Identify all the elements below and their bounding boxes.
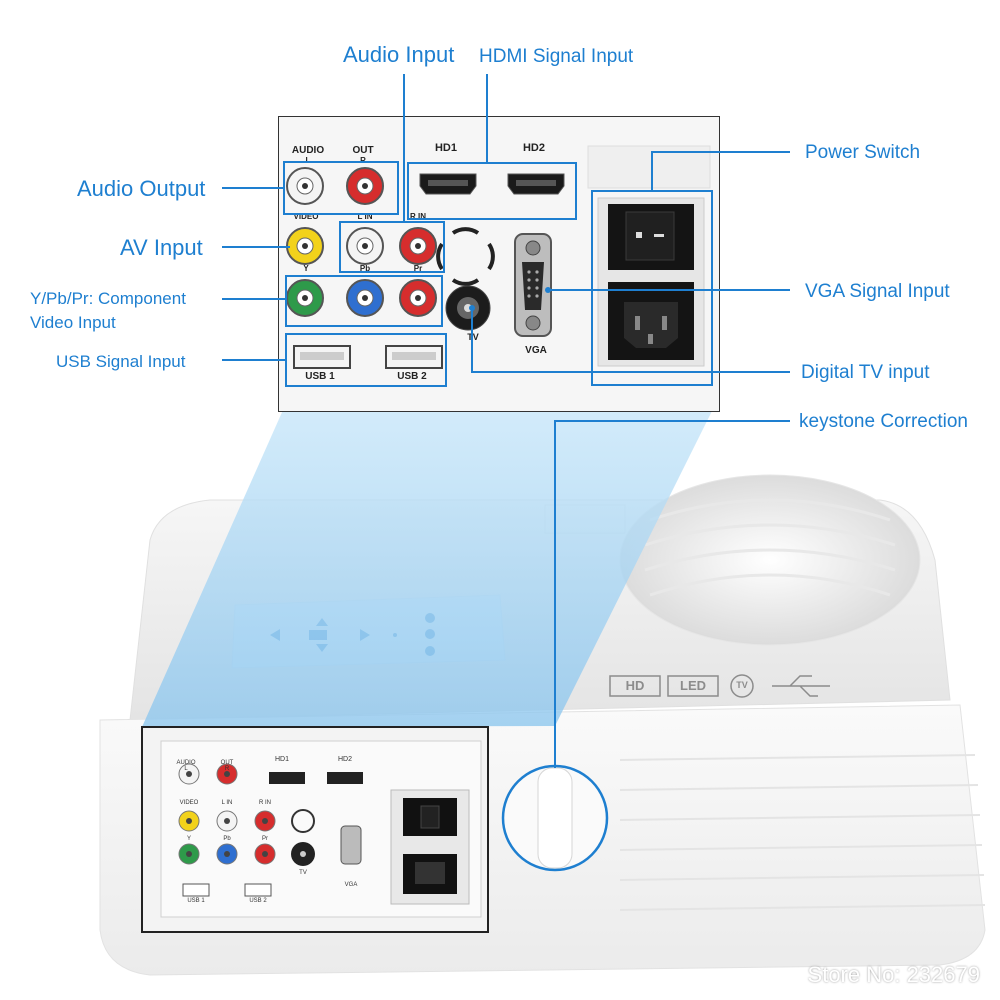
projection-beam (142, 405, 715, 727)
callout-audio-output: Audio Output (77, 176, 206, 201)
small-label-l-in: L IN (221, 800, 233, 806)
usb-ports (293, 345, 443, 369)
label-hd2: HD2 (522, 142, 545, 154)
small-label-usb1: USB 1 (187, 898, 205, 904)
box-usb (285, 333, 447, 387)
small-label-out: OUT (220, 760, 234, 766)
component-jacks (286, 279, 437, 317)
label-usb2: USB 2 (397, 371, 427, 382)
small-label-y: Y (186, 836, 191, 842)
av-input-jacks (286, 227, 437, 265)
vga-port (514, 233, 552, 337)
callout-hdmi-signal-input: HDMI Signal Input (479, 46, 634, 67)
small-label-hd1: HD1 (274, 756, 289, 763)
small-label-video: VIDEO (179, 800, 199, 806)
keystone-dial (502, 765, 608, 871)
label-r-in: R IN (410, 212, 426, 221)
callout-audio-input: Audio Input (343, 42, 455, 67)
small-label-vga: VGA (344, 882, 358, 888)
label-pb: Pb (359, 264, 371, 273)
callout-usb-signal-input: USB Signal Input (56, 352, 186, 371)
small-io-panel-ports (160, 740, 482, 918)
label-vga: VGA (525, 345, 547, 356)
box-audio-output (283, 161, 399, 215)
small-label-hd2: HD2 (337, 756, 352, 763)
small-label-pb: Pb (223, 836, 231, 842)
callout-component-line1: Y/Pb/Pr: Component (30, 289, 186, 308)
small-label-l: L (184, 766, 188, 772)
label-video: VIDEO (293, 212, 319, 221)
box-component (285, 275, 443, 327)
tv-indicator-ring (436, 227, 495, 286)
box-power (591, 190, 713, 386)
label-pr: Pr (413, 264, 423, 273)
small-label-pr: Pr (262, 836, 268, 842)
small-label-usb2: USB 2 (249, 898, 267, 904)
label-l-in: L IN (357, 212, 373, 221)
small-label-r-in: R IN (259, 800, 271, 806)
box-hdmi (407, 162, 577, 220)
hd-led-tv-logo (609, 674, 830, 698)
label-audio: AUDIO (291, 145, 325, 156)
callout-keystone-correction: keystone Correction (799, 411, 968, 432)
label-r: R (360, 156, 366, 165)
logo-tv: TV (736, 680, 748, 690)
zoomed-io-panel-ports (286, 145, 711, 369)
hdmi-ports (419, 173, 565, 195)
box-keystone-dial (501, 764, 609, 872)
store-watermark: Store No: 232679 (807, 962, 980, 987)
callout-vga-signal-input: VGA Signal Input (805, 281, 950, 302)
logo-hd: HD (625, 678, 645, 693)
small-label-tv: TV (299, 870, 307, 876)
small-label-r: R (224, 766, 230, 772)
label-l: L (305, 156, 311, 165)
label-out: OUT (352, 145, 374, 156)
callout-power-switch: Power Switch (805, 142, 921, 163)
callout-component-line2: Video Input (30, 313, 116, 332)
callout-digital-tv-input: Digital TV input (801, 362, 930, 383)
label-y: Y (303, 264, 309, 273)
label-usb1: USB 1 (305, 371, 335, 382)
logo-led: LED (680, 678, 706, 693)
label-hd1: HD1 (434, 142, 457, 154)
audio-output-jacks (286, 167, 384, 205)
box-audio-input (339, 221, 445, 273)
callout-av-input: AV Input (120, 235, 203, 260)
power-module (587, 145, 711, 367)
small-label-audio: AUDIO (176, 760, 196, 766)
